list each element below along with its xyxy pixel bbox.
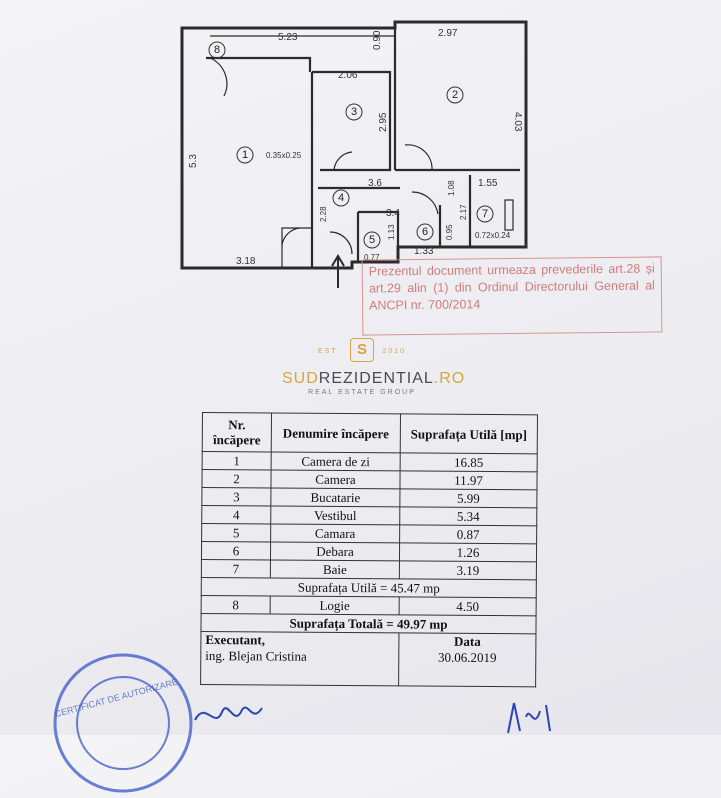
company-logo: EST 2010 S SUDREZIDENTIAL.RO REAL ESTATE… bbox=[282, 338, 464, 396]
executant-label: Executant, bbox=[205, 632, 266, 648]
dim-label: 2.06 bbox=[338, 70, 358, 81]
executant-name: ing. Blejan Cristina bbox=[205, 648, 307, 664]
cell-name: Camera de zi bbox=[271, 451, 401, 471]
header-nr: Nr. încăpere bbox=[202, 412, 272, 452]
room-number: 2 bbox=[452, 89, 458, 101]
cell-area: 5.34 bbox=[399, 506, 537, 526]
dim-label: 0.95 bbox=[445, 224, 454, 240]
seal-text: CERTIFICAT DE AUTORIZARE bbox=[54, 677, 179, 719]
table-row: 1 Camera de zi 16.85 bbox=[202, 451, 538, 472]
cell-nr: 6 bbox=[201, 541, 271, 560]
logo-subtitle: REAL ESTATE GROUP bbox=[308, 389, 416, 396]
table-header: Nr. încăpere Denumire încăpere Suprafața… bbox=[202, 412, 538, 454]
cell-area: 4.50 bbox=[399, 596, 537, 616]
table-row: 6 Debara 1.26 bbox=[201, 541, 537, 562]
cell-name: Baie bbox=[270, 559, 400, 579]
cell-area: 0.87 bbox=[399, 524, 537, 544]
total-row: Suprafața Totală = 49.97 mp bbox=[200, 613, 537, 634]
cell-name: Camara bbox=[270, 523, 400, 543]
logo-year: 2010 bbox=[382, 348, 406, 355]
cell-area: 16.85 bbox=[400, 452, 538, 472]
dim-label: 3.6 bbox=[368, 178, 382, 189]
signature-right-icon bbox=[507, 702, 551, 734]
executant-cell: Executant, ing. Blejan Cristina bbox=[200, 631, 399, 686]
dim-label: 4.03 bbox=[512, 112, 523, 132]
table-row: 4 Vestibul 5.34 bbox=[201, 505, 537, 526]
dim-label: 2.95 bbox=[378, 112, 389, 132]
logo-name-c: .RO bbox=[433, 370, 466, 387]
cell-name: Vestibul bbox=[270, 505, 400, 525]
cell-area: 11.97 bbox=[399, 470, 538, 490]
dim-label: 1.08 bbox=[447, 180, 456, 196]
table-row: 3 Bucatarie 5.99 bbox=[201, 487, 537, 508]
signature-row: Executant, ing. Blejan Cristina Data 30.… bbox=[200, 631, 536, 687]
header-area: Suprafața Utilă [mp] bbox=[400, 413, 538, 454]
cell-name: Camera bbox=[270, 469, 401, 489]
dim-label: 1.55 bbox=[478, 178, 498, 189]
dim-label: 3.18 bbox=[236, 256, 256, 267]
dim-label: 2.17 bbox=[459, 204, 468, 220]
room-number: 5 bbox=[369, 234, 375, 246]
cell-name: Logie bbox=[270, 595, 400, 615]
logo-name-a: SUD bbox=[282, 370, 319, 387]
date-label: Data bbox=[453, 633, 481, 649]
cell-nr: 2 bbox=[201, 469, 272, 488]
dim-label: 0.72x0.24 bbox=[475, 231, 511, 240]
room-number: 7 bbox=[482, 208, 488, 220]
header-name: Denumire încăpere bbox=[271, 412, 401, 453]
dim-label: 0.90 bbox=[372, 30, 383, 50]
room-number: 1 bbox=[242, 149, 248, 161]
dim-label: 2.97 bbox=[438, 28, 458, 39]
authorization-seal-icon: CERTIFICAT DE AUTORIZARE bbox=[53, 653, 193, 793]
dim-label: 1.13 bbox=[387, 224, 396, 240]
cell-nr: 4 bbox=[201, 505, 271, 524]
cell-nr: 1 bbox=[202, 451, 272, 470]
cell-area: 5.99 bbox=[399, 488, 537, 508]
table-row: 5 Camara 0.87 bbox=[201, 523, 537, 544]
cell-nr: 3 bbox=[201, 487, 271, 506]
cell-area: 3.19 bbox=[399, 560, 537, 580]
table-row: 7 Baie 3.19 bbox=[201, 559, 537, 580]
logo-est: EST bbox=[318, 348, 338, 355]
dim-label: 3.4 bbox=[386, 208, 400, 219]
signature-left-icon bbox=[194, 706, 263, 721]
subtotal-cell: Suprafața Utilă = 45.47 mp bbox=[201, 577, 537, 598]
dim-label: 0.35x0.25 bbox=[266, 151, 302, 160]
dim-label: 2.28 bbox=[319, 206, 328, 222]
dim-label: 5.3 bbox=[188, 154, 199, 168]
cell-name: Debara bbox=[270, 541, 400, 561]
room-number: 6 bbox=[422, 226, 428, 238]
total-cell: Suprafața Totală = 49.97 mp bbox=[200, 613, 537, 634]
cell-nr: 5 bbox=[201, 523, 271, 542]
logo-name: SUDREZIDENTIAL.RO bbox=[282, 370, 464, 388]
table-row: 2 Camera 11.97 bbox=[201, 469, 538, 490]
logo-name-b: REZIDENTIAL bbox=[318, 370, 434, 387]
cell-nr: 8 bbox=[201, 595, 271, 614]
cell-area: 1.26 bbox=[399, 542, 537, 562]
room-number: 3 bbox=[351, 106, 357, 118]
dim-label: 1.33 bbox=[414, 246, 434, 257]
table-row: 8 Logie 4.50 bbox=[201, 595, 537, 616]
ancpi-stamp: Prezentul document urmeaza prevederile a… bbox=[361, 256, 663, 336]
dim-label: 0.77 bbox=[364, 253, 380, 262]
cell-nr: 7 bbox=[201, 559, 271, 578]
dim-label: 5.23 bbox=[278, 32, 298, 43]
logo-mark-icon: S bbox=[350, 338, 374, 362]
date-cell: Data 30.06.2019 bbox=[398, 632, 536, 687]
room-number: 4 bbox=[338, 192, 344, 204]
date-value: 30.06.2019 bbox=[437, 649, 497, 666]
subtotal-row: Suprafața Utilă = 45.47 mp bbox=[201, 577, 537, 598]
floor-plan: 5.23 0.90 2.97 2.06 4.03 2.95 5.3 0.35x0… bbox=[180, 20, 528, 288]
room-number: 8 bbox=[214, 44, 220, 56]
cell-name: Bucatarie bbox=[270, 487, 400, 507]
rooms-table: Nr. încăpere Denumire încăpere Suprafața… bbox=[200, 412, 538, 687]
